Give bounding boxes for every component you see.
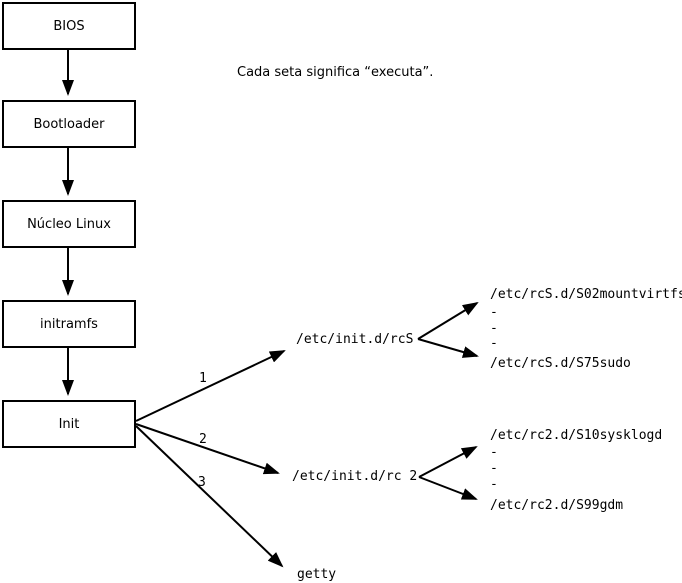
rc2-ellipsis-dash: -: [490, 461, 498, 476]
arrow-init-to-rcs: [135, 350, 286, 422]
box-kernel-label: Núcleo Linux: [27, 216, 111, 232]
label-rc2-last-script: /etc/rc2.d/S99gdm: [490, 498, 624, 513]
arrow-rcs-to-s75sudo: [417, 338, 479, 358]
arrow-rcs-to-s02mountvirtfs: [417, 301, 479, 340]
rc2-ellipsis-dash: -: [490, 477, 498, 492]
box-init: Init: [2, 400, 136, 448]
fan-label-3: 3: [198, 475, 206, 490]
label-rc2-first-script: /etc/rc2.d/S10sysklogd: [490, 428, 663, 443]
box-kernel: Núcleo Linux: [2, 200, 136, 248]
fan-label-1: 1: [199, 371, 207, 386]
rcs-ellipsis-dash: -: [490, 305, 498, 320]
rc2-ellipsis-dash: -: [490, 445, 498, 460]
label-rcs-last-script: /etc/rcS.d/S75sudo: [490, 356, 631, 371]
rcs-ellipsis-dash: -: [490, 336, 498, 351]
label-init-d-rcs: /etc/init.d/rcS: [296, 332, 414, 347]
arrow-rc2-to-s99gdm: [418, 476, 478, 500]
box-bootloader-label: Bootloader: [33, 116, 105, 132]
fan-label-2: 2: [199, 432, 207, 447]
arrow-rc2-to-s10sysklogd: [418, 446, 478, 478]
box-initramfs-label: initramfs: [40, 316, 98, 332]
legend-note: Cada seta significa “executa”.: [237, 65, 434, 80]
box-bios: BIOS: [2, 2, 136, 50]
arrow-init-to-getty: [135, 425, 284, 568]
label-init-d-rc2: /etc/init.d/rc 2: [292, 469, 418, 484]
box-bios-label: BIOS: [53, 18, 85, 34]
label-rcs-first-script: /etc/rcS.d/S02mountvirtfs: [490, 287, 682, 302]
arrow-init-to-rc2: [135, 423, 280, 475]
box-initramfs: initramfs: [2, 300, 136, 348]
label-getty: getty: [297, 567, 337, 582]
box-bootloader: Bootloader: [2, 100, 136, 148]
rcs-ellipsis-dash: -: [490, 321, 498, 336]
box-init-label: Init: [58, 416, 80, 432]
